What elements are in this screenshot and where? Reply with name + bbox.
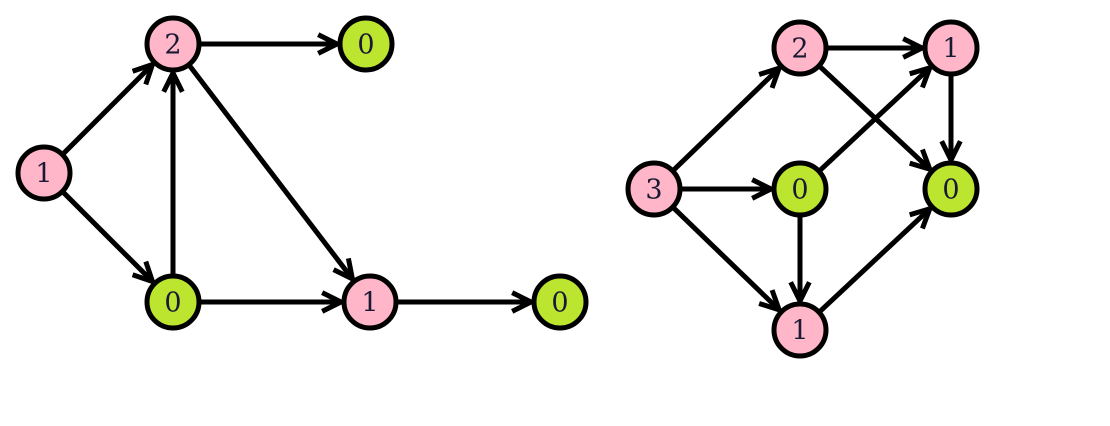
left-directed-graph-edges — [62, 32, 537, 314]
arrowhead-icon — [788, 281, 812, 307]
right-directed-graph-nodes: 2 1 3 0 0 1 — [625, 19, 980, 359]
arrowhead-icon — [939, 140, 963, 166]
node-label: 1 — [942, 34, 959, 65]
graph-edge-R1b-to-R0b — [818, 206, 932, 313]
node-label: 1 — [361, 288, 378, 319]
node-label: 2 — [791, 34, 808, 65]
graph-edge-R3-to-R1b — [672, 206, 781, 312]
graph-node-L1b[interactable]: 1 — [341, 273, 399, 331]
node-circle[interactable] — [771, 301, 829, 359]
node-label: 2 — [164, 30, 181, 61]
arrowhead-icon — [751, 177, 777, 201]
graph-node-R0a[interactable]: 0 — [771, 160, 829, 218]
node-label: 0 — [164, 288, 181, 319]
graph-node-R3[interactable]: 3 — [625, 160, 683, 218]
graph-edge-L2-to-L1b — [188, 64, 355, 281]
arrowhead-icon — [758, 64, 784, 89]
node-circle[interactable] — [531, 273, 589, 331]
graph-edge-L1a-to-L0b — [62, 191, 155, 284]
graph-node-L1a[interactable]: 1 — [15, 144, 73, 202]
node-circle[interactable] — [625, 160, 683, 218]
node-circle[interactable] — [922, 19, 980, 77]
graph-edge-R0a-to-R1a — [818, 65, 932, 172]
node-circle[interactable] — [337, 15, 395, 73]
arrowhead-icon — [317, 32, 343, 56]
graph-node-R1b[interactable]: 1 — [771, 301, 829, 359]
node-circle[interactable] — [144, 273, 202, 331]
node-label: 0 — [791, 175, 808, 206]
edges-layer — [62, 32, 963, 314]
arrowhead-icon — [902, 36, 928, 60]
node-label: 0 — [942, 175, 959, 206]
arrowhead-icon — [908, 148, 934, 174]
arrowhead-icon — [758, 289, 784, 314]
node-circle[interactable] — [341, 273, 399, 331]
nodes-layer: 2 0 1 0 1 0 2 1 3 0 0 1 — [15, 15, 980, 359]
arrowhead-icon — [908, 63, 934, 89]
graph-node-L2[interactable]: 2 — [144, 15, 202, 73]
node-label: 3 — [645, 175, 662, 206]
arrowhead-icon — [161, 67, 185, 93]
right-directed-graph-edges — [672, 36, 963, 314]
node-circle[interactable] — [771, 160, 829, 218]
graph-edge-L1a-to-L2 — [62, 62, 155, 155]
node-circle[interactable] — [771, 19, 829, 77]
arrowhead-icon — [908, 204, 934, 230]
graph-node-L0b[interactable]: 0 — [144, 273, 202, 331]
node-circle[interactable] — [922, 160, 980, 218]
arrowhead-icon — [511, 290, 537, 314]
arrowhead-icon — [131, 260, 157, 286]
arrowhead-icon — [131, 60, 157, 86]
graph-node-R0b[interactable]: 0 — [922, 160, 980, 218]
node-circle[interactable] — [144, 15, 202, 73]
graph-node-R1a[interactable]: 1 — [922, 19, 980, 77]
graph-edge-R3-to-R2 — [672, 66, 781, 172]
left-directed-graph-nodes: 2 0 1 0 1 0 — [15, 15, 589, 331]
node-label: 1 — [35, 159, 52, 190]
graph-node-L0c[interactable]: 0 — [531, 273, 589, 331]
graph-node-L0a[interactable]: 0 — [337, 15, 395, 73]
graph-node-R2[interactable]: 2 — [771, 19, 829, 77]
node-label: 1 — [791, 316, 808, 347]
arrowhead-icon — [332, 257, 356, 284]
node-circle[interactable] — [15, 144, 73, 202]
node-label: 0 — [357, 30, 374, 61]
node-label: 0 — [551, 288, 568, 319]
arrowhead-icon — [321, 290, 347, 314]
